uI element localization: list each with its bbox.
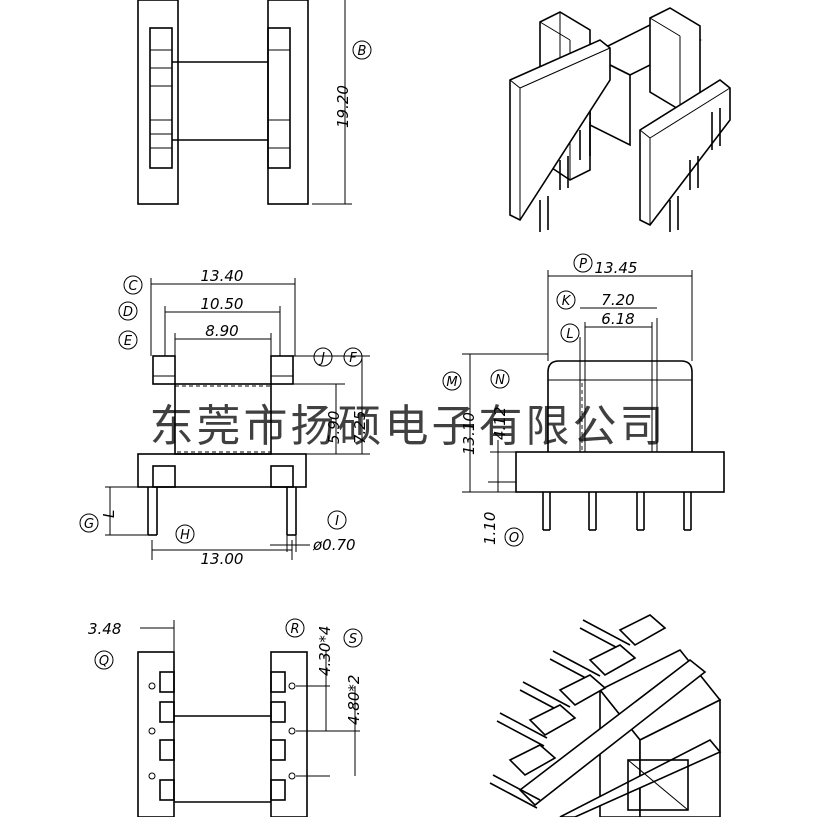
dim-pin-len-g: L xyxy=(100,510,118,518)
dim-height-f: 7.25 xyxy=(351,411,369,444)
callout-q-label: Q xyxy=(99,654,109,669)
isometric-view-bottom xyxy=(489,614,722,817)
watermark-text: 东莞市扬硕电子有限公司 xyxy=(150,401,667,452)
callout-e-label: E xyxy=(124,334,133,349)
callout-h: H xyxy=(175,524,195,544)
callout-l: L xyxy=(560,323,580,343)
callout-m: M xyxy=(442,371,462,391)
callout-g: G xyxy=(79,513,99,533)
callout-d: D xyxy=(118,301,138,321)
dim-height-n: 4.12 xyxy=(491,407,509,440)
callout-h-label: H xyxy=(180,528,190,543)
dim-height-m: 13.10 xyxy=(460,412,478,455)
side-view-middle xyxy=(462,270,725,531)
callout-d-label: D xyxy=(123,305,133,320)
dim-width-e: 8.90 xyxy=(205,322,238,340)
dim-pitch-s: 4.80*2 xyxy=(345,675,363,725)
callout-p: P xyxy=(573,253,593,273)
side-view-top xyxy=(137,0,352,205)
callout-o-label: O xyxy=(509,531,519,546)
callout-p-label: P xyxy=(579,257,587,272)
callout-q: Q xyxy=(94,650,114,670)
callout-f-label: F xyxy=(349,351,357,366)
callout-j: J xyxy=(313,347,333,367)
callout-s: S xyxy=(343,628,363,648)
callout-k-label: K xyxy=(562,294,572,309)
callout-n: N xyxy=(490,369,510,389)
dim-width-k: 7.20 xyxy=(601,291,634,309)
isometric-view-top xyxy=(509,7,731,232)
dim-width-d: 10.50 xyxy=(201,295,244,313)
dim-pin-span-h: 13.00 xyxy=(201,550,244,568)
dim-height-j: 5.90 xyxy=(325,411,343,444)
callout-b: B xyxy=(352,40,372,60)
dim-offset-q: 3.48 xyxy=(88,620,121,638)
callout-o: O xyxy=(504,527,524,547)
callout-l-label: L xyxy=(566,327,573,342)
dim-height-b: 19.20 xyxy=(334,85,352,128)
dim-height-o: 1.10 xyxy=(481,512,499,545)
callout-s-label: S xyxy=(349,632,357,647)
callout-c: C xyxy=(123,275,143,295)
callout-b-label: B xyxy=(358,44,367,59)
callout-k: K xyxy=(556,290,576,310)
front-view xyxy=(105,278,370,560)
callout-j-label: J xyxy=(318,351,325,366)
callout-g-label: G xyxy=(84,517,94,532)
dim-width-c: 13.40 xyxy=(201,267,244,285)
callout-m-label: M xyxy=(446,375,457,390)
dim-pitch-r: 4.30*4 xyxy=(316,626,334,676)
callout-r-label: R xyxy=(290,622,299,637)
callout-e: E xyxy=(118,330,138,350)
callout-n-label: N xyxy=(495,373,505,388)
callout-i-label: I xyxy=(335,514,339,529)
dim-pin-dia-i: ø0.70 xyxy=(312,536,356,554)
callout-i: I xyxy=(327,510,347,530)
dim-width-l: 6.18 xyxy=(601,310,634,328)
callout-r: R xyxy=(285,618,305,638)
callout-f: F xyxy=(343,347,363,367)
callout-c-label: C xyxy=(128,279,138,294)
bottom-view xyxy=(137,620,360,817)
dim-width-p: 13.45 xyxy=(595,259,638,277)
